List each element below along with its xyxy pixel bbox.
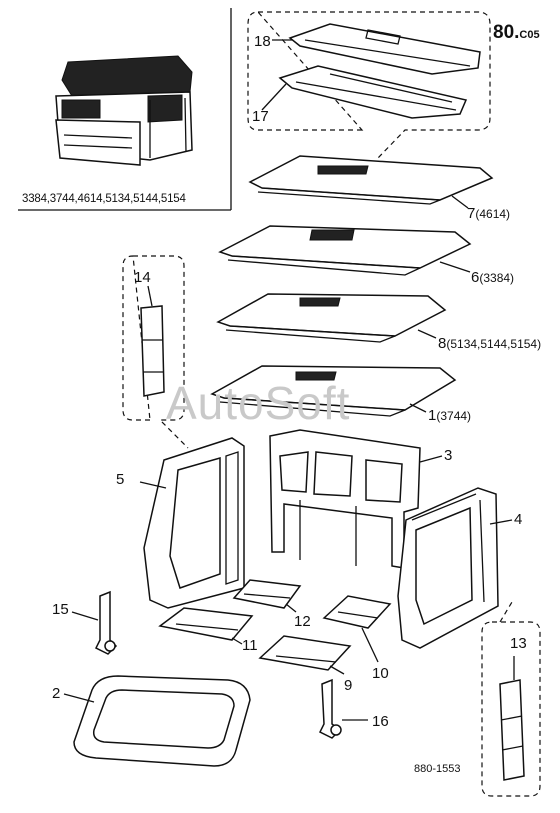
leader-2	[63, 693, 95, 703]
callout-4: 4	[514, 511, 523, 528]
callout-1-number: 1	[428, 407, 437, 424]
part-10-floor-plate	[322, 595, 392, 629]
leader-3	[419, 455, 443, 463]
callout-8-note: (5134,5144,5154)	[446, 337, 542, 351]
model-list: 3384,3744,4614,5134,5144,5154	[22, 193, 186, 205]
part-5-left-side-frame	[143, 437, 245, 609]
page-code-suffix: C05	[519, 29, 540, 41]
callout-6: 6(3384)	[471, 270, 514, 285]
callout-2: 2	[52, 685, 61, 702]
callout-1-note: (3744)	[436, 409, 472, 423]
callout-6-note: (3384)	[479, 271, 515, 285]
page-code-number: 80.	[493, 22, 520, 43]
callout-7-note: (4614)	[475, 207, 511, 221]
leader-9	[329, 665, 345, 675]
leader-4	[489, 519, 513, 525]
part-11-floor-plate	[158, 607, 254, 641]
part-14-pillar-trim	[140, 305, 165, 397]
part-3-rear-panel	[269, 429, 421, 569]
part-17-roof-liner	[278, 65, 468, 119]
callout-5: 5	[116, 471, 125, 488]
callout-16: 16	[372, 713, 389, 730]
callout-7: 7(4614)	[467, 206, 510, 221]
page-code: 80.C05	[493, 22, 540, 44]
leader-6	[439, 261, 471, 273]
document-number: 880-1553	[414, 763, 461, 775]
part-13-pillar-trim	[499, 679, 525, 781]
callout-3: 3	[444, 447, 453, 464]
part-8-roof-panel	[216, 293, 447, 343]
callout-10: 10	[372, 665, 389, 682]
leader-10	[361, 627, 379, 663]
leader-11	[231, 637, 243, 645]
leader-7	[451, 195, 469, 209]
leader-15	[71, 611, 99, 621]
callout-6-number: 6	[471, 269, 480, 286]
callout-14: 14	[134, 269, 151, 286]
callout-15: 15	[52, 601, 69, 618]
leader-8	[417, 329, 437, 339]
watermark-text: AutoSoft	[166, 377, 351, 429]
callout-18: 18	[254, 33, 271, 50]
part-16-pillar-bracket	[318, 678, 342, 739]
part-18-roof-liner	[288, 23, 481, 75]
leader-12	[285, 603, 297, 613]
leader-17	[261, 83, 287, 111]
part-1-roof-panel	[210, 365, 457, 417]
leader-1	[409, 403, 427, 413]
cab-overview-illustration	[55, 55, 193, 166]
callout-13: 13	[510, 635, 527, 652]
dashed-group-part-13	[481, 601, 541, 797]
part-6-roof-panel	[218, 225, 472, 276]
callout-12: 12	[294, 613, 311, 630]
callout-7-number: 7	[467, 205, 476, 222]
dashed-group-roof-liners	[247, 11, 491, 159]
leader-5	[139, 481, 167, 489]
part-2-windshield-frame	[73, 675, 251, 767]
part-12-floor-plate	[232, 579, 302, 609]
part-7-roof-panel	[248, 155, 494, 205]
callout-17: 17	[252, 108, 269, 125]
callout-11: 11	[242, 637, 258, 654]
callout-1: 1(3744)	[428, 408, 471, 423]
dashed-group-part-14	[122, 255, 189, 449]
callout-8: 8(5134,5144,5154)	[438, 336, 541, 351]
callout-9: 9	[344, 677, 353, 694]
leader-14	[147, 285, 153, 307]
callout-8-number: 8	[438, 335, 447, 352]
part-4-right-side-frame	[397, 487, 499, 649]
part-9-floor-plate	[258, 635, 352, 671]
part-15-pillar-bracket	[94, 590, 118, 655]
